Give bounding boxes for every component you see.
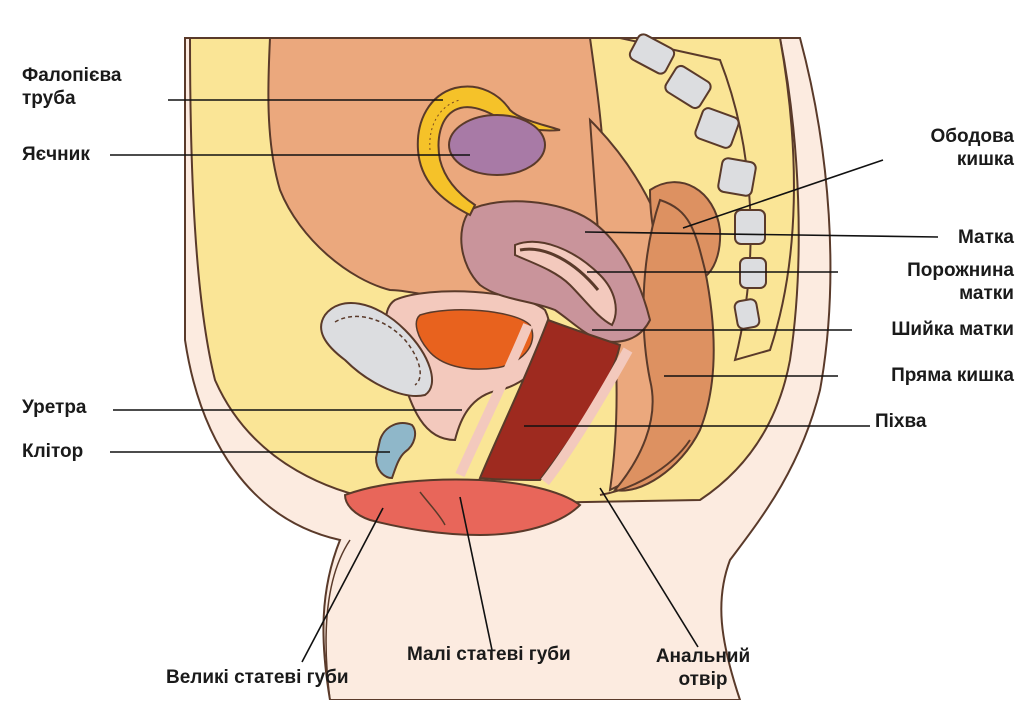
label-colon: Ободова кишка (930, 125, 1014, 171)
label-urethra: Уретра (22, 396, 87, 419)
label-anus: Анальний отвір (640, 645, 766, 691)
label-uterus: Матка (958, 226, 1014, 249)
label-uterine-cavity: Порожнина матки (907, 259, 1014, 305)
ovary (449, 115, 545, 175)
label-labia-majora: Великі статеві губи (166, 666, 349, 689)
label-rectum: Пряма кишка (891, 364, 1014, 387)
label-fallopian-tube: Фалопієва труба (22, 64, 121, 110)
label-cervix: Шийка матки (891, 318, 1014, 341)
label-labia-minora: Малі статеві губи (407, 643, 571, 666)
label-vagina: Піхва (875, 410, 927, 433)
label-clitoris: Клітор (22, 440, 83, 463)
label-ovary: Яєчник (22, 143, 90, 166)
